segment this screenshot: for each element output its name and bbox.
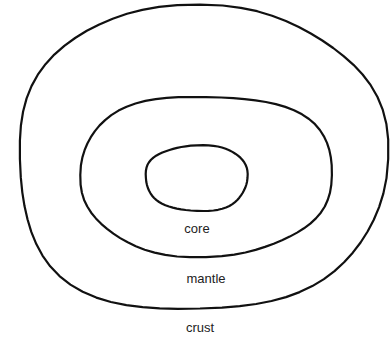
- ring-line: [80, 97, 332, 257]
- ring-line: [146, 145, 248, 211]
- layer-label-holder: mantle: [186, 269, 225, 287]
- mantle-ring: mantlecore: [78, 94, 334, 256]
- layer-label: mantle: [186, 271, 225, 286]
- crust-ring: crustmantlecore: [14, 4, 386, 314]
- ring-line: [20, 5, 388, 309]
- core-ring: core: [145, 145, 249, 211]
- layer-label: core: [184, 221, 209, 236]
- layer-label-holder: crust: [186, 318, 214, 336]
- layer-label: crust: [186, 320, 214, 335]
- layer-label-holder: core: [184, 219, 209, 237]
- ring-outline: [145, 145, 249, 211]
